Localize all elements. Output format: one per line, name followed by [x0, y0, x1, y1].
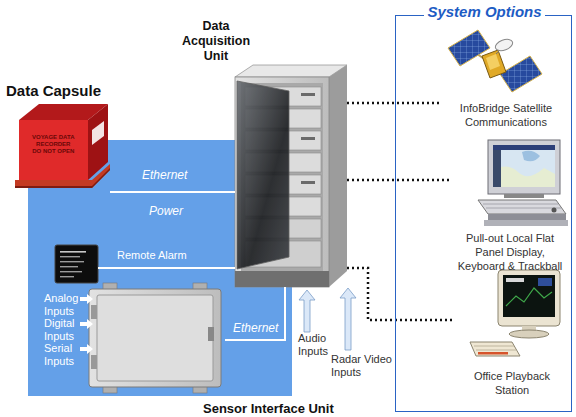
connectors: [98, 103, 453, 340]
acquisition-cabinet-art: [301, 137, 315, 140]
flat-panel-art: [478, 200, 566, 214]
flat-panel-art: [493, 166, 555, 187]
flat-panel-art: [484, 220, 568, 226]
input-arrows: [80, 344, 93, 354]
data-capsule-art: [15, 168, 110, 188]
playback-station-art: [474, 346, 516, 350]
dotted-link: [347, 268, 453, 320]
remote-alarm-art: [60, 256, 80, 257]
data-capsule-art: [15, 164, 110, 188]
playback-station-art: [506, 288, 552, 306]
node-label: Pull-out Local Flat Panel Display, Keybo…: [457, 231, 563, 273]
flat-panel-art: [478, 140, 568, 226]
flat-panel-art: [552, 208, 557, 213]
playback-station-art: [538, 278, 552, 286]
acquisition-cabinet-art: [301, 181, 315, 184]
flat-panel-art: [522, 151, 540, 162]
playback-station-art: [506, 278, 524, 282]
node-label: InfoBridge Satellite Communications: [456, 101, 556, 129]
input-arrows: [80, 319, 93, 329]
remote-alarm-art: [60, 266, 78, 267]
node-label: Remote Alarm: [117, 249, 197, 262]
node-body-text: VOYAGE DATA RECORDER DO NOT OPEN: [31, 134, 76, 155]
acquisition-cabinet-art: [235, 65, 347, 287]
flat-panel-art: [493, 145, 555, 187]
acquisition-cabinet-art: [235, 65, 347, 77]
flat-panel-art: [483, 204, 561, 208]
flat-panel-art: [488, 140, 560, 194]
satellite-art: [482, 50, 506, 78]
acquisition-cabinet-art: [235, 77, 329, 287]
remote-alarm-art: [60, 276, 74, 277]
sensor-enclosure-art: [91, 355, 97, 369]
satellite-art: [448, 30, 542, 92]
signal-label: Radar Video Inputs: [331, 353, 395, 379]
acquisition-cabinet-art: [301, 93, 315, 96]
sensor-enclosure-art: [91, 305, 97, 319]
signal-label: Serial Inputs: [44, 342, 84, 367]
data-capsule-art: [92, 121, 104, 145]
connector-label: Ethernet: [142, 168, 187, 182]
satellite-art: [494, 37, 514, 53]
option-box: Pull-out Local Flat Panel Display, Keybo…: [449, 139, 571, 271]
dotted-link: [347, 102, 441, 105]
remote-alarm-art: [60, 251, 86, 253]
signal-label: Power: [149, 204, 189, 218]
node-label: Office Playback Station: [462, 369, 562, 397]
playback-station-art: [470, 342, 520, 356]
playback-station-art: [478, 352, 508, 355]
node-label: Data Capsule: [6, 82, 118, 100]
dotted-link: [347, 179, 449, 182]
connector-label: Ethernet: [233, 321, 278, 335]
capsule-box: Data CapsuleVOYAGE DATA RECORDER DO NOT …: [15, 100, 110, 195]
signal-label: Analog Inputs: [44, 292, 84, 317]
alarm-panel: Remote Alarm: [55, 245, 98, 283]
flat-panel-art: [493, 150, 501, 187]
remote-alarm-art: [60, 271, 82, 272]
acquisition-cabinet-art: [237, 81, 289, 269]
remote-alarm-art: [60, 261, 84, 262]
acquisition-cabinet: Data Acquisition Unit: [235, 65, 347, 287]
sensor-enclosure: Sensor Interface Unit: [85, 283, 225, 395]
node-label: System Options: [424, 3, 545, 21]
option-box: InfoBridge Satellite Communications: [441, 23, 571, 129]
video-audio-arrows: [340, 288, 356, 350]
node-label: Sensor Interface Unit: [203, 401, 343, 417]
flat-panel-art: [504, 194, 544, 198]
cable-line: [225, 287, 285, 340]
flat-panel-art: [488, 214, 566, 220]
data-capsule-art: [19, 120, 88, 180]
sensor-enclosure-art: [97, 295, 213, 381]
remote-alarm-art: [55, 245, 98, 283]
playback-station-art: [509, 330, 549, 338]
playback-station-art: [470, 270, 560, 356]
node-label: Data Acquisition Unit: [180, 19, 252, 64]
video-audio-arrows: [299, 290, 315, 332]
option-box: Office Playback Station: [453, 267, 571, 392]
sensor-enclosure-art: [89, 289, 221, 387]
sensor-enclosure-art: [89, 283, 221, 393]
cable-line: [98, 267, 235, 269]
playback-station-art: [503, 275, 555, 317]
options-panel: System OptionsInfoBridge Satellite Commu…: [395, 15, 572, 412]
signal-label: Digital Inputs: [44, 317, 84, 342]
playback-station-art: [498, 270, 560, 326]
remote-alarm-art: [55, 245, 98, 283]
input-arrows: [80, 294, 93, 354]
acquisition-cabinet-art: [235, 271, 329, 287]
data-capsule-art: [15, 104, 110, 188]
satellite-art: [486, 54, 500, 70]
acquisition-cabinet-art: [329, 65, 347, 287]
flat-panel-art: [493, 145, 555, 150]
satellite-art: [500, 56, 542, 92]
cable-line: [110, 191, 235, 193]
input-arrows: [80, 294, 93, 304]
sensor-enclosure-art: [208, 327, 214, 341]
